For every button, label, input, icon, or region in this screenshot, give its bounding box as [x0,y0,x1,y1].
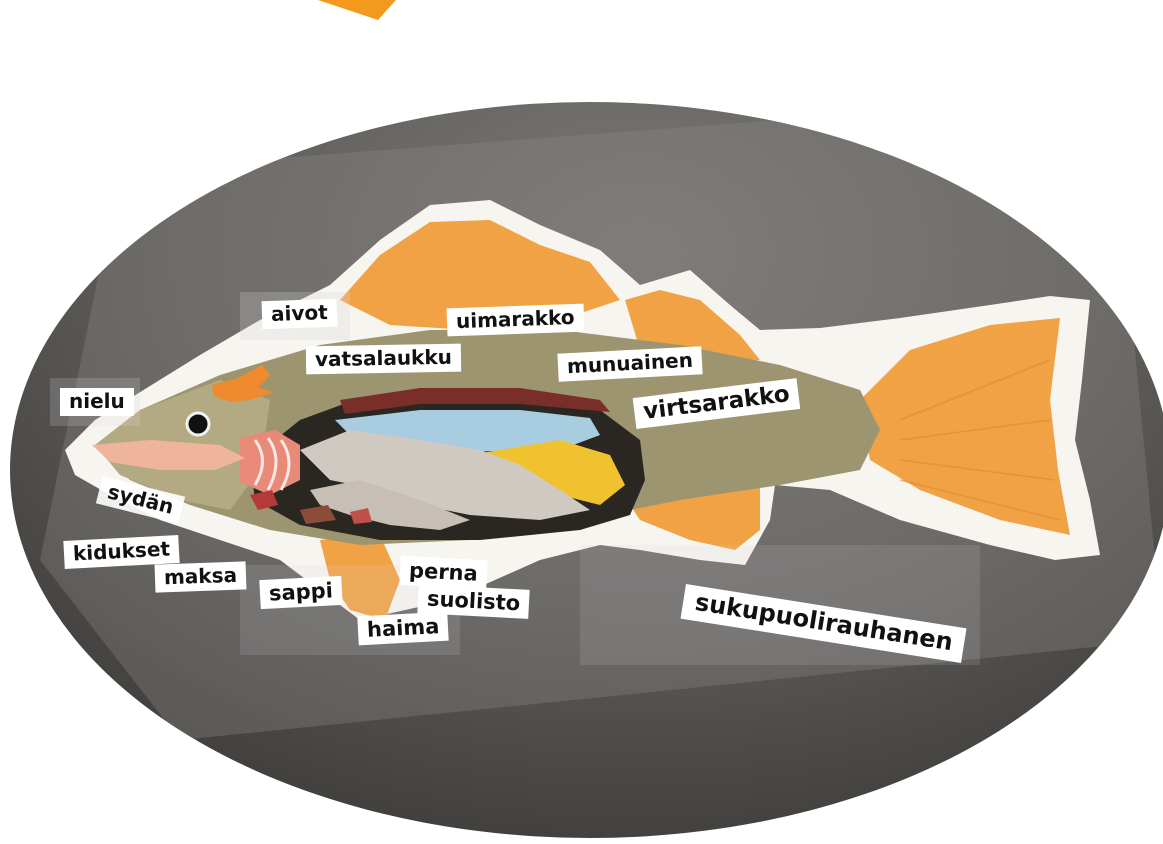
label-perna: perna [399,556,487,590]
label-haima: haima [357,612,449,646]
label-uimarakko: uimarakko [447,304,584,337]
label-vatsalaukku: vatsalaukku [306,344,461,375]
label-aivot: aivot [262,299,338,330]
label-sappi: sappi [259,576,342,609]
eye [187,413,209,435]
label-maksa: maksa [155,561,247,592]
label-nielu: nielu [60,388,134,416]
arrow-pointer [318,0,396,20]
